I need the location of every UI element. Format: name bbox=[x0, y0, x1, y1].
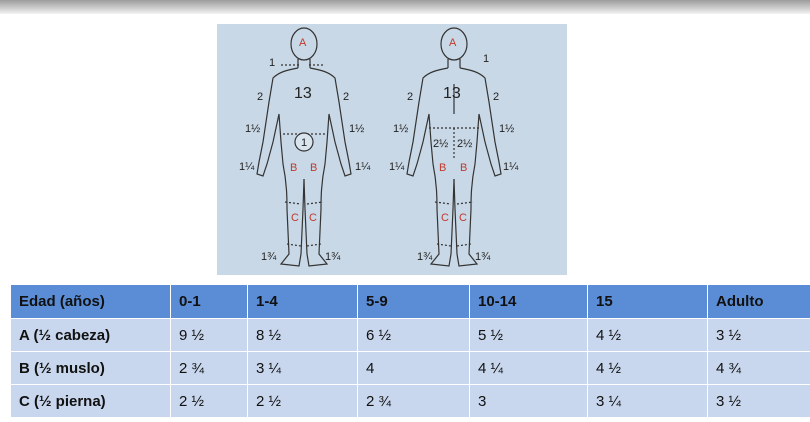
front-hand-right-label: 1¼ bbox=[355, 161, 371, 173]
burn-percentage-table: Edad (años) 0-1 1-4 5-9 10-14 15 Adulto … bbox=[10, 284, 810, 418]
back-thigh-left-label: B bbox=[439, 162, 446, 174]
table-cell: 8 ½ bbox=[248, 319, 358, 352]
table-cell: 4 ½ bbox=[588, 352, 708, 385]
body-chart-figure: A 1 13 2 2 1½ 1½ 1 1¼ 1¼ B B C C 1¾ 1¾ A… bbox=[217, 24, 567, 275]
front-trunk-label: 13 bbox=[294, 85, 312, 102]
table-cell: 4 ¾ bbox=[708, 352, 810, 385]
front-forearm-left-label: 1½ bbox=[245, 123, 260, 135]
header-cell-10-14: 10-14 bbox=[470, 285, 588, 319]
header-cell-15: 15 bbox=[588, 285, 708, 319]
table-row: B (½ muslo) 2 ¾ 3 ¼ 4 4 ¼ 4 ½ 4 ¾ bbox=[11, 352, 810, 385]
front-hand-left-label: 1¼ bbox=[239, 161, 255, 173]
back-foot-right-label: 1¾ bbox=[475, 251, 491, 263]
back-hand-right-label: 1¼ bbox=[503, 161, 519, 173]
front-genital-label: 1 bbox=[301, 137, 307, 149]
header-cell-5-9: 5-9 bbox=[358, 285, 470, 319]
header-cell-0-1: 0-1 bbox=[171, 285, 248, 319]
front-leg-left-label: C bbox=[291, 212, 299, 224]
table-row: A (½ cabeza) 9 ½ 8 ½ 6 ½ 5 ½ 4 ½ 3 ½ bbox=[11, 319, 810, 352]
back-neck-label: 1 bbox=[483, 53, 489, 65]
table-cell: 2 ½ bbox=[248, 385, 358, 418]
header-cell-age: Edad (años) bbox=[11, 285, 171, 319]
back-buttock-right-label: 2½ bbox=[457, 138, 472, 150]
table-cell: 9 ½ bbox=[171, 319, 248, 352]
back-forearm-left-label: 1½ bbox=[393, 123, 408, 135]
top-shadow-bar bbox=[0, 0, 810, 14]
front-upper-arm-right-label: 2 bbox=[343, 91, 349, 103]
table-cell: 3 ½ bbox=[708, 319, 810, 352]
table-cell: 3 ½ bbox=[708, 385, 810, 418]
front-upper-arm-left-label: 2 bbox=[257, 91, 263, 103]
body-chart-svg: A 1 13 2 2 1½ 1½ 1 1¼ 1¼ B B C C 1¾ 1¾ A… bbox=[217, 24, 567, 275]
back-hand-left-label: 1¼ bbox=[389, 161, 405, 173]
table-cell: 2 ¾ bbox=[358, 385, 470, 418]
header-cell-1-4: 1-4 bbox=[248, 285, 358, 319]
back-thigh-right-label: B bbox=[460, 162, 467, 174]
front-foot-right-label: 1¾ bbox=[325, 251, 341, 263]
front-leg-right-label: C bbox=[309, 212, 317, 224]
back-trunk-label: 13 bbox=[443, 85, 461, 102]
table-cell: 4 ½ bbox=[588, 319, 708, 352]
table-header-row: Edad (años) 0-1 1-4 5-9 10-14 15 Adulto bbox=[11, 285, 810, 319]
back-head-label: A bbox=[449, 37, 457, 49]
back-upper-arm-right-label: 2 bbox=[493, 91, 499, 103]
table-cell: 4 bbox=[358, 352, 470, 385]
front-foot-left-label: 1¾ bbox=[261, 251, 277, 263]
front-forearm-right-label: 1½ bbox=[349, 123, 364, 135]
back-forearm-right-label: 1½ bbox=[499, 123, 514, 135]
front-thigh-left-label: B bbox=[290, 162, 297, 174]
table-row: C (½ pierna) 2 ½ 2 ½ 2 ¾ 3 3 ¼ 3 ½ bbox=[11, 385, 810, 418]
front-thigh-right-label: B bbox=[310, 162, 317, 174]
row-label-cell: B (½ muslo) bbox=[11, 352, 171, 385]
front-neck-label: 1 bbox=[269, 57, 275, 69]
row-label-cell: C (½ pierna) bbox=[11, 385, 171, 418]
back-foot-left-label: 1¾ bbox=[417, 251, 433, 263]
table-cell: 2 ½ bbox=[171, 385, 248, 418]
back-upper-arm-left-label: 2 bbox=[407, 91, 413, 103]
back-leg-left-label: C bbox=[441, 212, 449, 224]
table-cell: 3 bbox=[470, 385, 588, 418]
back-leg-right-label: C bbox=[459, 212, 467, 224]
row-label-cell: A (½ cabeza) bbox=[11, 319, 171, 352]
table-cell: 6 ½ bbox=[358, 319, 470, 352]
table-cell: 3 ¼ bbox=[248, 352, 358, 385]
table-cell: 4 ¼ bbox=[470, 352, 588, 385]
front-head-label: A bbox=[299, 37, 307, 49]
table-cell: 2 ¾ bbox=[171, 352, 248, 385]
table-cell: 5 ½ bbox=[470, 319, 588, 352]
table-cell: 3 ¼ bbox=[588, 385, 708, 418]
back-buttock-left-label: 2½ bbox=[433, 138, 448, 150]
header-cell-adult: Adulto bbox=[708, 285, 810, 319]
